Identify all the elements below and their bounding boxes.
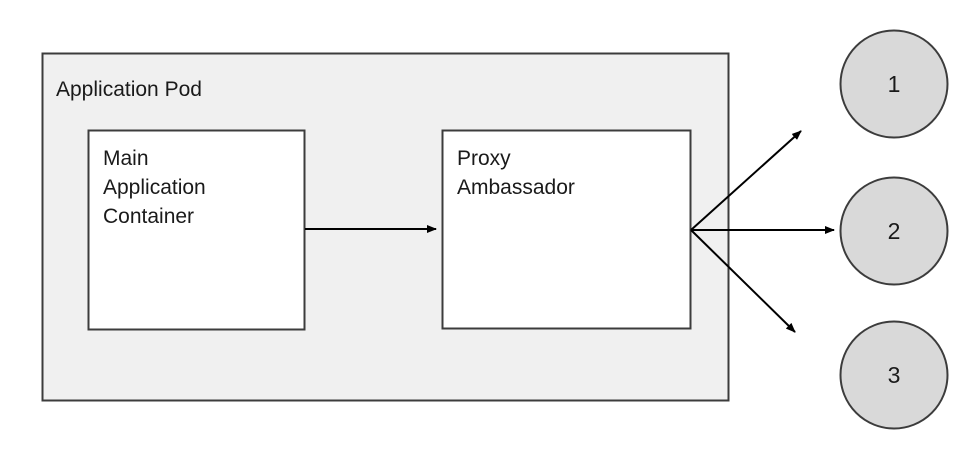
proxy-ambassador-rect[interactable]: [441, 129, 692, 330]
arrow-proxy-to-service-1: [690, 130, 802, 231]
service-circle-2[interactable]: [839, 176, 949, 286]
service-circle-3[interactable]: [839, 320, 949, 430]
arrow-proxy-to-service-3: [690, 229, 796, 333]
main-application-container-rect[interactable]: [87, 129, 306, 331]
service-circle-1[interactable]: [839, 29, 949, 139]
